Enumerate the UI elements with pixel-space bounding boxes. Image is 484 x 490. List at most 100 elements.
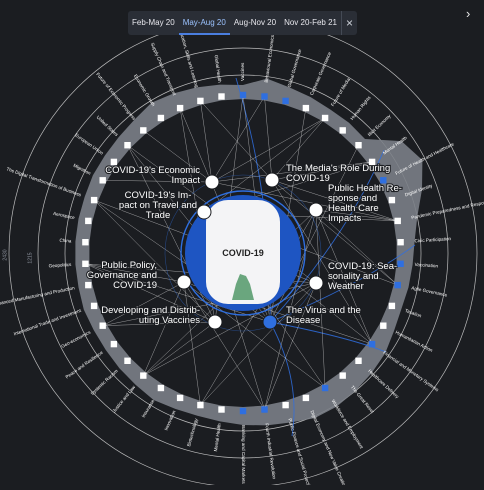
outer-topic-node[interactable] <box>394 281 401 289</box>
outer-topic-node[interactable] <box>82 260 89 267</box>
outer-topic-node[interactable] <box>239 407 247 415</box>
outer-topic-node[interactable] <box>239 91 247 99</box>
inner-topic-label[interactable]: Developing and Distrib- <box>100 304 201 317</box>
outer-topic-node[interactable] <box>110 340 118 348</box>
outer-topic-label[interactable]: Systemic Racism <box>90 368 119 396</box>
inner-topic-node[interactable] <box>176 274 192 290</box>
outer-topic-label[interactable]: Geopolitics <box>49 262 73 269</box>
outer-topic-label[interactable]: Justice and Law <box>112 384 137 413</box>
outer-topic-node[interactable] <box>90 302 98 310</box>
outer-topic-label[interactable]: Taxation <box>404 308 422 319</box>
outer-topic-node[interactable] <box>302 104 310 112</box>
outer-topic-node[interactable] <box>176 394 184 402</box>
outer-topic-label[interactable]: Innovation <box>163 409 176 431</box>
outer-topic-label[interactable]: China <box>59 238 72 244</box>
outer-topic-label[interactable]: Migration <box>72 163 91 176</box>
inner-topic-node[interactable] <box>308 202 324 218</box>
outer-topic-node[interactable] <box>355 357 362 364</box>
inner-topic-label[interactable]: Impact <box>170 174 201 187</box>
inner-topic-label[interactable]: Disease <box>285 314 322 327</box>
inner-topic-node[interactable] <box>308 275 324 291</box>
outer-topic-label[interactable]: Supply Chain and Transport <box>150 42 178 97</box>
outer-topic-node[interactable] <box>124 357 131 364</box>
outer-topic-label[interactable]: Public Finance and Social Protection <box>287 418 312 490</box>
outer-topic-label[interactable]: Behavioural Economics <box>264 34 276 83</box>
covid-card[interactable] <box>206 200 280 304</box>
outer-topic-node[interactable] <box>388 302 396 310</box>
outer-topic-label[interactable]: Workforce and Employment <box>331 399 365 451</box>
inner-topic-label[interactable]: COVID-19 <box>112 279 158 292</box>
outer-topic-node[interactable] <box>321 384 329 392</box>
inner-topic-label[interactable]: COVID-19 <box>285 172 331 185</box>
inner-topic-node[interactable] <box>196 204 212 220</box>
outer-topic-label[interactable]: Corporate Governance <box>309 51 332 96</box>
inner-topic-label[interactable]: Trade <box>145 209 172 222</box>
outer-topic-label[interactable]: Civic Participation <box>414 236 451 244</box>
outer-topic-node[interactable] <box>110 158 118 166</box>
outer-topic-label[interactable]: Future of Media <box>330 77 351 107</box>
outer-topic-node[interactable] <box>157 114 165 122</box>
inner-topic-label[interactable]: Weather <box>327 280 365 293</box>
outer-topic-node[interactable] <box>339 372 346 379</box>
outer-topic-node[interactable] <box>197 97 204 105</box>
outer-topic-label[interactable]: Economic Growth <box>133 74 156 108</box>
outer-topic-label[interactable]: European Union <box>74 132 104 155</box>
outer-topic-node[interactable] <box>394 217 401 225</box>
outer-topic-label[interactable]: International Trade and Investment <box>13 308 82 337</box>
outer-topic-label[interactable]: Peace and Resilience <box>65 350 105 380</box>
inner-topic-label[interactable]: Governance and <box>86 269 158 282</box>
outer-topic-label[interactable]: Digital Economy and New Value Creation <box>309 410 347 489</box>
outer-topic-label[interactable]: Fourth Industrial Revolution <box>264 423 277 480</box>
chevron-right-icon[interactable]: › <box>466 6 471 21</box>
outer-topic-node[interactable] <box>302 394 310 402</box>
inner-topic-label[interactable]: The Media's Role During <box>285 162 391 175</box>
outer-topic-node[interactable] <box>368 158 376 166</box>
outer-topic-node[interactable] <box>176 104 184 112</box>
inner-topic-label[interactable]: Impacts <box>327 212 363 225</box>
outer-topic-label[interactable]: Global Health <box>214 55 223 84</box>
outer-topic-node[interactable] <box>99 177 106 184</box>
tab-may-aug-20[interactable]: May-Aug 20 <box>178 11 230 35</box>
outer-topic-label[interactable]: Vaccination <box>414 262 438 269</box>
outer-topic-label[interactable]: Healthcare Delivery <box>367 368 400 399</box>
outer-topic-node[interactable] <box>397 260 404 267</box>
outer-topic-node[interactable] <box>85 217 92 225</box>
outer-topic-label[interactable]: Aerospace <box>53 211 76 220</box>
outer-topic-label[interactable]: United States <box>96 115 120 138</box>
outer-topic-node[interactable] <box>157 384 165 392</box>
close-icon[interactable]: × <box>341 11 357 35</box>
outer-topic-node[interactable] <box>124 142 131 149</box>
inner-topic-label[interactable]: sonality and <box>327 270 380 283</box>
outer-topic-node[interactable] <box>282 401 289 409</box>
outer-topic-label[interactable]: Biotechnology <box>186 417 199 447</box>
outer-topic-node[interactable] <box>82 239 89 246</box>
outer-topic-label[interactable]: Advanced Manufacturing and Production <box>0 285 75 307</box>
inner-topic-label[interactable]: Public Health Re- <box>327 182 403 195</box>
outer-topic-label[interactable]: Human Rights <box>349 95 372 121</box>
outer-topic-node[interactable] <box>397 239 404 246</box>
outer-topic-node[interactable] <box>339 127 346 134</box>
inner-topic-label[interactable]: The Virus and the <box>285 304 362 317</box>
outer-topic-node[interactable] <box>282 97 289 105</box>
outer-topic-label[interactable]: Future of Economic Progress <box>95 72 137 122</box>
outer-topic-node[interactable] <box>380 177 387 184</box>
outer-topic-node[interactable] <box>90 196 98 204</box>
outer-topic-node[interactable] <box>99 322 106 329</box>
outer-topic-node[interactable] <box>197 401 204 409</box>
inner-topic-label[interactable]: Health Care <box>327 202 380 215</box>
outer-topic-node[interactable] <box>388 196 396 204</box>
tab-aug-nov-20[interactable]: Aug-Nov 20 <box>233 18 277 27</box>
outer-topic-node[interactable] <box>140 372 147 379</box>
inner-topic-label[interactable]: Public Policy, <box>100 259 158 272</box>
outer-topic-label[interactable]: Vaccines <box>240 62 245 81</box>
inner-topic-node[interactable] <box>207 314 223 330</box>
outer-topic-node[interactable] <box>218 93 225 100</box>
inner-topic-node[interactable] <box>262 314 278 330</box>
outer-topic-label[interactable]: Banking and Capital Markets <box>241 425 246 484</box>
outer-topic-label[interactable]: The Digital Transformation of Business <box>6 166 83 197</box>
inner-topic-label[interactable]: uting Vaccines <box>138 314 202 327</box>
inner-topic-label[interactable]: COVID-19: Sea- <box>327 260 398 273</box>
inner-topic-label[interactable]: COVID-19's Economic <box>104 164 201 177</box>
outer-topic-node[interactable] <box>140 127 147 134</box>
inner-topic-label[interactable]: pact on Travel and <box>118 199 198 212</box>
